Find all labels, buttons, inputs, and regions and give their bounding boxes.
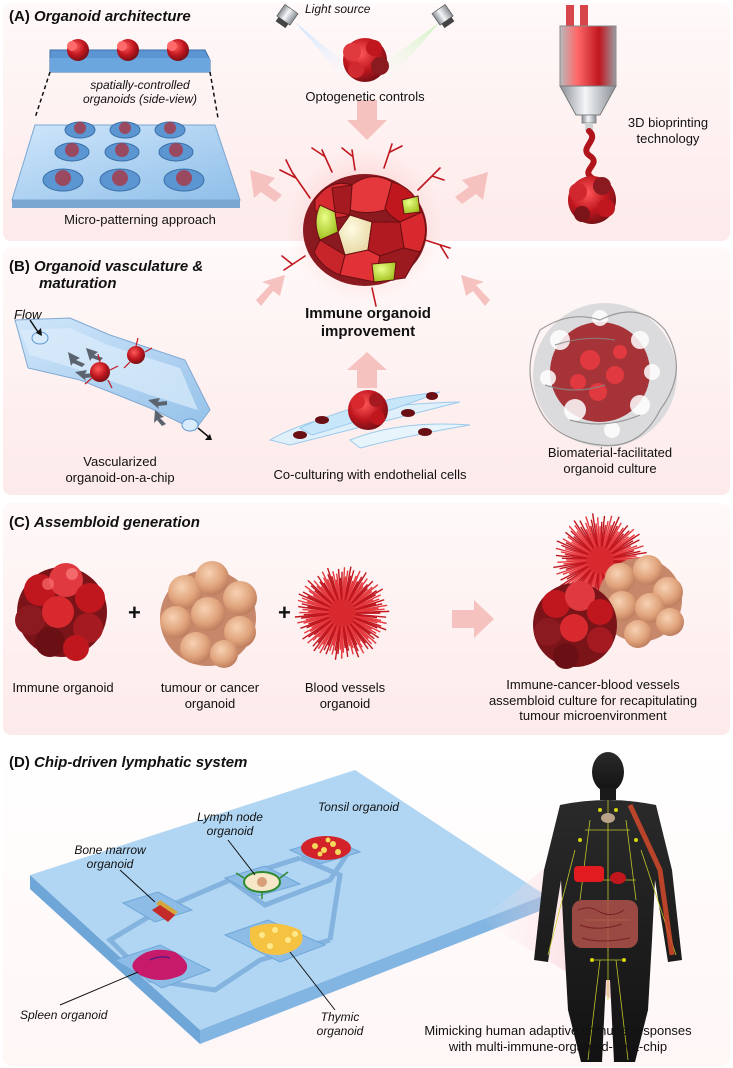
optogenetic-organoid — [343, 38, 389, 82]
spatial-label: spatially-controlled organoids (side-vie… — [82, 78, 198, 107]
coculture-label: Co-culturing with endothelial cells — [273, 467, 467, 482]
assembloid-label-line3: tumour microenvironment — [519, 708, 667, 724]
panel-c-name: Assembloid generation — [34, 514, 200, 531]
mimic-label-line2: with multi-immune-organoid-on-a-chip — [448, 1038, 668, 1054]
endothelial-coculture — [268, 390, 471, 449]
bone-label: Bone marrow organoid — [55, 843, 165, 872]
panel-a-title: (A) Organoid architecture — [9, 8, 191, 25]
blood-label: Blood vessels organoid — [285, 680, 405, 711]
plus-sign-1: + — [128, 600, 141, 625]
bioprinter — [559, 5, 617, 224]
panel-b-name-line2: maturation — [39, 275, 117, 292]
immune-organoid-c — [15, 563, 107, 661]
assembloid-label-line1: Immune-cancer-blood vessels — [506, 677, 680, 692]
bone-label-line2: organoid — [86, 857, 134, 872]
lymph-label-line2: organoid — [206, 824, 254, 839]
central-immune-organoid — [279, 143, 451, 307]
human-body — [534, 752, 682, 1062]
tonsil-label: Tonsil organoid — [318, 800, 399, 814]
optogenetic-label: Optogenetic controls — [305, 89, 425, 104]
blood-label-line2: organoid — [319, 695, 371, 711]
bioprinting-label: 3D bioprinting technology — [627, 115, 709, 146]
assembloid-label: Immune-cancer-blood vessels assembloid c… — [468, 677, 718, 724]
light-source-label: Light source — [305, 2, 371, 16]
panel-b-name-line1: Organoid vasculature & — [34, 258, 204, 275]
tumour-label-line1: tumour or cancer — [160, 680, 260, 695]
micro-patterning-plate — [11, 39, 241, 208]
panel-a-letter: (A) — [9, 8, 30, 25]
assembloid-c — [533, 513, 684, 669]
flow-label: Flow — [14, 307, 42, 322]
chip-organoids — [84, 337, 153, 389]
tumour-label: tumour or cancer organoid — [145, 680, 275, 711]
lymph-label-line1: Lymph node — [197, 810, 263, 824]
printed-organoid — [568, 176, 616, 224]
panel-d-name: Chip-driven lymphatic system — [34, 754, 248, 771]
spleen-label: Spleen organoid — [20, 1008, 108, 1022]
thymic-label-line2: organoid — [316, 1024, 364, 1039]
mimic-label: Mimicking human adaptive immune response… — [388, 1023, 728, 1054]
blood-vessel-organoid-c — [294, 566, 390, 660]
improvement-arrows — [250, 100, 494, 638]
organoid-chip — [14, 317, 212, 440]
biomaterial-label: Biomaterial-facilitated organoid culture — [520, 445, 700, 476]
panel-c-title: (C) Assembloid generation — [9, 514, 200, 531]
tumour-organoid-c — [160, 561, 257, 668]
panel-b-letter: (B) — [9, 258, 30, 275]
chip-label: Vascularized organoid-on-a-chip — [30, 454, 210, 485]
chip-label-line2: organoid-on-a-chip — [65, 469, 175, 485]
panel-c-letter: (C) — [9, 514, 30, 531]
optogenetic-setup — [275, 4, 455, 82]
micro-patterning-label: Micro-patterning approach — [64, 212, 216, 227]
plus-sign-2: + — [278, 600, 291, 625]
mimic-label-line1: Mimicking human adaptive immune response… — [424, 1023, 692, 1038]
blood-label-line1: Blood vessels — [304, 680, 386, 695]
assembloid-label-line2: assembloid culture for recapitulating — [488, 692, 698, 708]
biomaterial-label-line1: Biomaterial-facilitated — [547, 445, 673, 460]
thymic-label: Thymic organoid — [300, 1010, 380, 1039]
tumour-label-line2: organoid — [184, 695, 236, 711]
center-label: Immune organoid improvement — [305, 305, 431, 340]
bone-label-line1: Bone marrow — [74, 843, 146, 857]
thymic-label-line1: Thymic — [320, 1010, 360, 1024]
lymphatic-chip — [30, 770, 545, 1044]
immune-organoid-label: Immune organoid — [12, 680, 114, 695]
panel-b-title: (B) Organoid vasculature & maturation — [9, 258, 203, 292]
panel-a-name: Organoid architecture — [34, 8, 191, 25]
biomaterial-label-line2: organoid culture — [563, 460, 657, 476]
panel-d-letter: (D) — [9, 754, 30, 771]
chip-label-line1: Vascularized — [83, 454, 157, 469]
panel-d-title: (D) Chip-driven lymphatic system — [9, 754, 247, 771]
biomaterial-scaffold — [529, 303, 677, 447]
lymph-label: Lymph node organoid — [180, 810, 280, 839]
